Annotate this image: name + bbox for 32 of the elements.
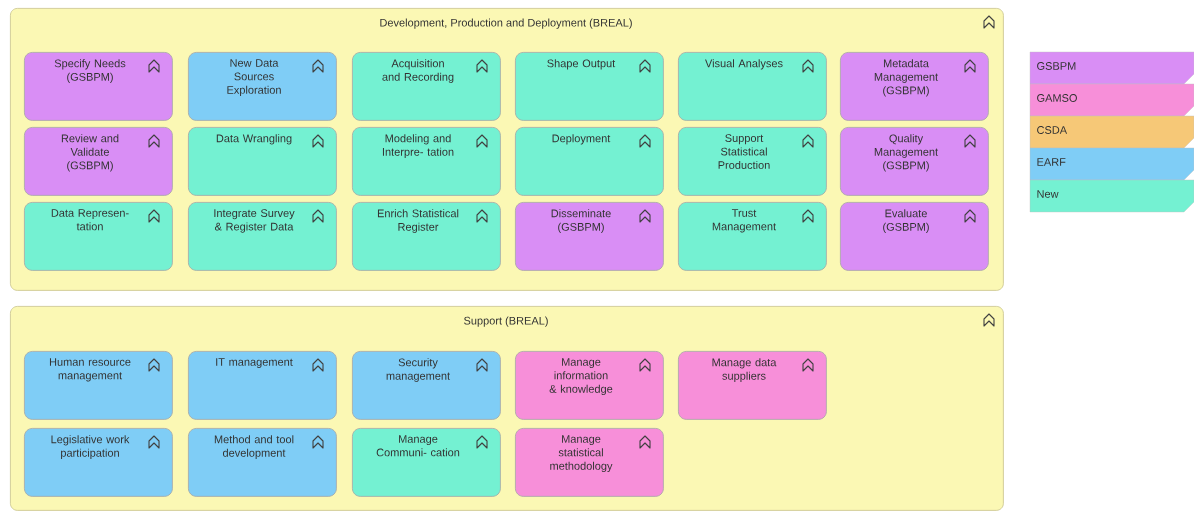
legend-label: GAMSO: [1037, 94, 1077, 102]
process-box: Manage data suppliers: [678, 351, 827, 420]
process-box: Integrate Survey & Register Data: [188, 202, 337, 271]
process-box: Evaluate (GSBPM): [840, 202, 989, 271]
process-box: Legislative work participation: [24, 428, 173, 497]
process-box: Manage statistical methodology: [515, 428, 664, 497]
process-box: Deployment: [515, 127, 664, 196]
legend-label: New: [1037, 190, 1059, 198]
process-box: Shape Output: [515, 52, 664, 121]
process-box: Enrich Statistical Register: [352, 202, 501, 271]
process-box: Data Represen- tation: [24, 202, 173, 271]
legend-label: CSDA: [1037, 126, 1068, 134]
process-box: Quality Management (GSBPM): [840, 127, 989, 196]
process-box: Manage information & knowledge: [515, 351, 664, 420]
legend-label: GSBPM: [1037, 62, 1076, 70]
process-box: Acquisition and Recording: [352, 52, 501, 121]
process-box: Specify Needs (GSBPM): [24, 52, 173, 121]
process-box: IT management: [188, 351, 337, 420]
process-box: Trust Management: [678, 202, 827, 271]
process-box: Manage Communi- cation: [352, 428, 501, 497]
process-box: Data Wrangling: [188, 127, 337, 196]
process-box: New Data Sources Exploration: [188, 52, 337, 121]
process-box: Review and Validate (GSBPM): [24, 127, 173, 196]
process-box: Method and tool development: [188, 428, 337, 497]
process-box: Disseminate (GSBPM): [515, 202, 664, 271]
process-box: Security management: [352, 351, 501, 420]
process-box: Human resource management: [24, 351, 173, 420]
process-box: Metadata Management (GSBPM): [840, 52, 989, 121]
process-box: Modeling and Interpre- tation: [352, 127, 501, 196]
process-box: Support Statistical Production: [678, 127, 827, 196]
process-box: Visual Analyses: [678, 52, 827, 121]
legend-label: EARF: [1037, 158, 1066, 166]
